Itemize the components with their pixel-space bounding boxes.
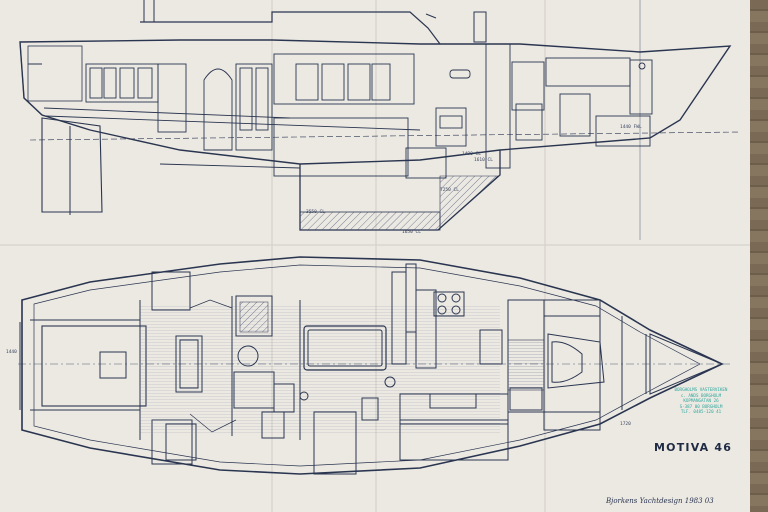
dimension-label: 1720 (620, 422, 631, 427)
rudder (41, 117, 103, 213)
stamp-line: c. ANDS BORGHOLM (680, 392, 722, 398)
dimension-label: 7250 CL (440, 188, 459, 193)
dimension-label: 3550 CL (306, 210, 325, 215)
coachroof (140, 11, 441, 45)
dimension-label: 1610 CL (474, 158, 493, 163)
dealer-stamp: BORGHOLMS VASTERVIKEN c. ANDS BORGHOLM K… (655, 387, 747, 415)
dimension-label: 1440 FWL (620, 125, 642, 130)
forward-berth (547, 333, 605, 389)
stamp-line: S-387 00 BORGHOLM (679, 403, 723, 409)
plan-view (18, 256, 730, 475)
designer-signature: Bjorkens Yachtdesign 1983 03 (606, 497, 714, 505)
saloon-table (303, 325, 387, 371)
saloon-floor (140, 304, 500, 434)
hull-outline (21, 256, 724, 475)
stamp-line: BORGHOLMS VASTERVIKEN (674, 387, 728, 392)
drawing-title: MOTIVA 46 (654, 441, 733, 454)
dimension-label: 1490 CL (462, 152, 481, 157)
cockpit (41, 325, 147, 407)
stamp-line: TLF. 0485-120 41 (680, 409, 722, 415)
stamp-line: KOPMANGATAN 26 (683, 398, 719, 404)
wood-background (750, 0, 768, 512)
dimension-label: 1650 CL (402, 230, 421, 235)
waterline (29, 131, 741, 141)
profile-view (19, 0, 741, 240)
dimension-label: 1440 (6, 350, 17, 355)
